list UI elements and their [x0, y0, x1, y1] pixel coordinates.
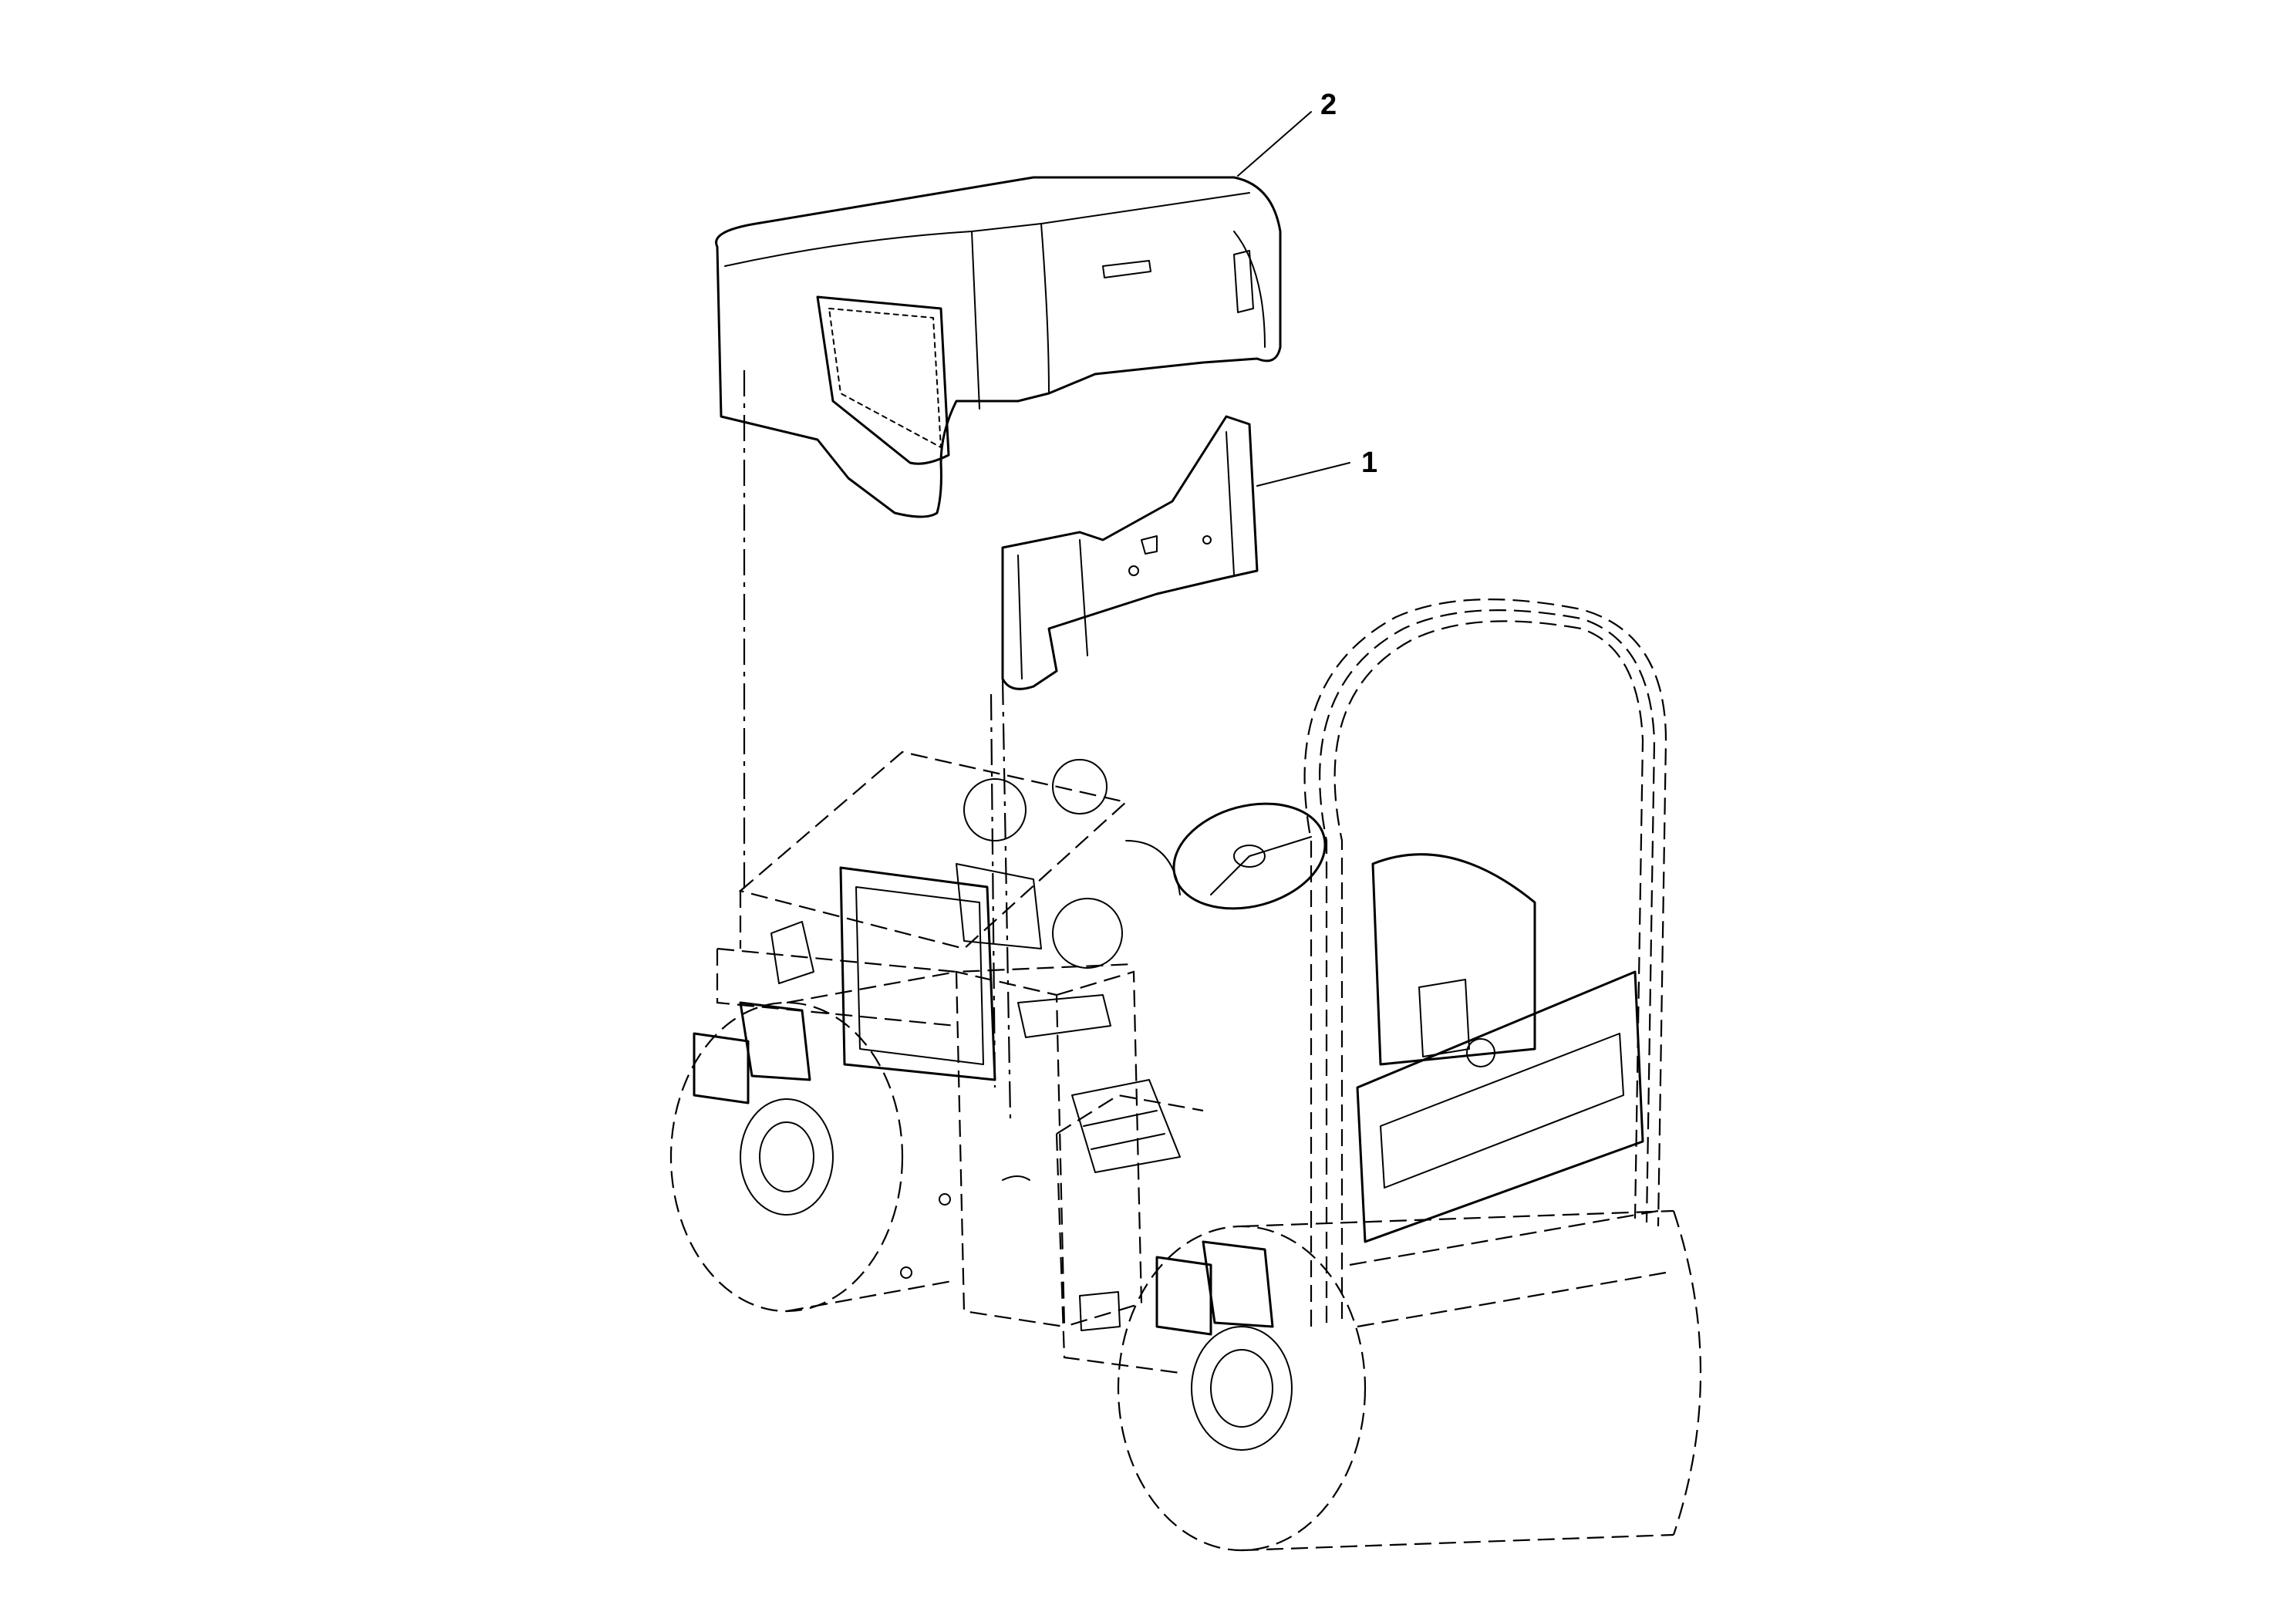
- callout-label-1: 1: [1361, 447, 1377, 479]
- engine-compartment: [738, 750, 1181, 1081]
- callout-1: 1: [1256, 447, 1377, 487]
- operator-seat: [1371, 853, 1536, 1067]
- hood-cover: [715, 176, 1282, 518]
- inner-panel: [1001, 415, 1259, 690]
- front-frame: [1055, 1079, 1204, 1374]
- front-drum: [1117, 1209, 1702, 1552]
- steering-wheel: [1172, 802, 1327, 910]
- rear-drum: [669, 970, 957, 1313]
- rear-body: [716, 947, 1143, 1328]
- front-panel: [1349, 970, 1667, 1328]
- callout-label-2: 2: [1320, 89, 1337, 121]
- callout-2: 2: [1237, 89, 1337, 177]
- rops-frame: [1303, 599, 1667, 1327]
- assembly-lines: [743, 370, 1012, 1119]
- roller-machine: [669, 599, 1702, 1552]
